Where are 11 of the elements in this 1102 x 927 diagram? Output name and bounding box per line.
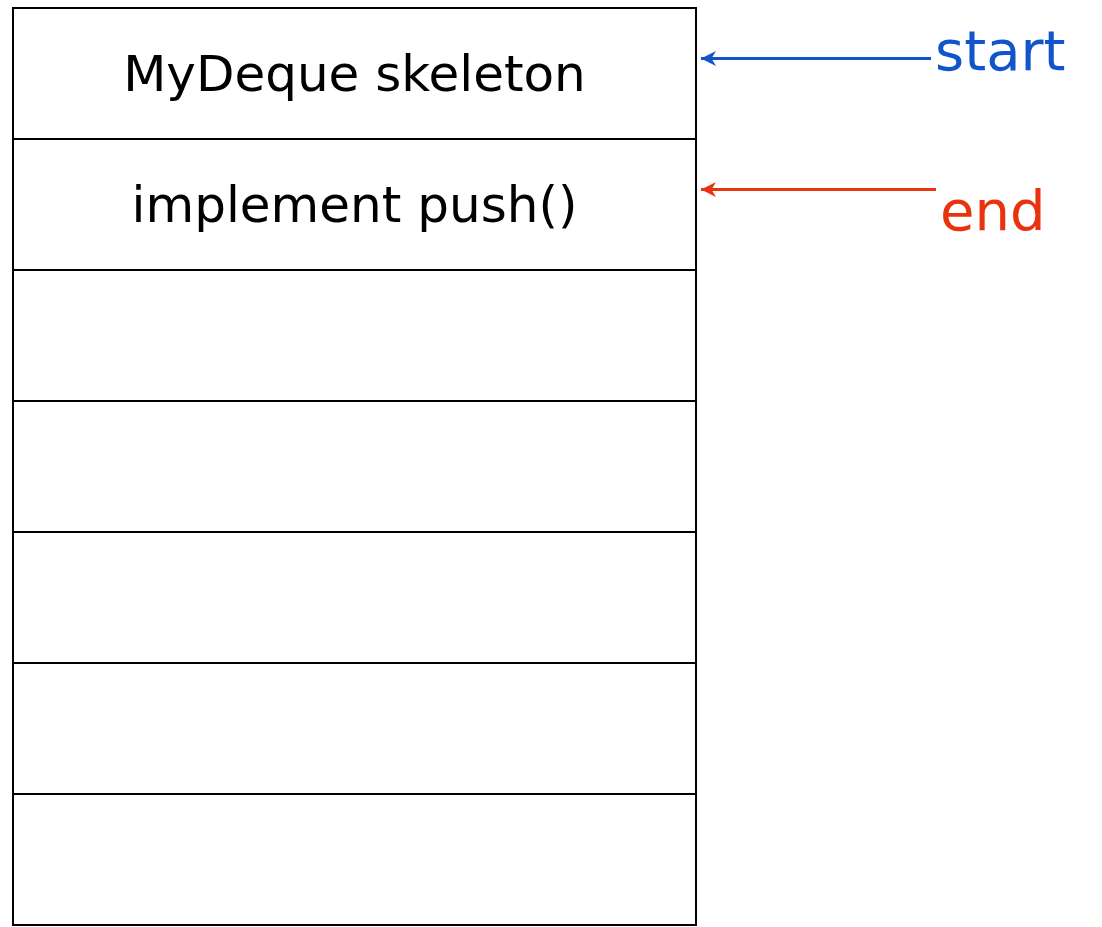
arrow [701, 51, 931, 66]
stack-cell [12, 531, 697, 664]
stack-cell: implement push() [12, 138, 697, 271]
stack-cell: MyDeque skeleton [12, 7, 697, 140]
arrow [701, 182, 936, 197]
stack-cell [12, 793, 697, 926]
stack-cell [12, 662, 697, 795]
end-label: end [940, 175, 1070, 245]
stack-cell [12, 400, 697, 533]
stack-cell [12, 269, 697, 402]
start-label: start [935, 15, 1095, 85]
